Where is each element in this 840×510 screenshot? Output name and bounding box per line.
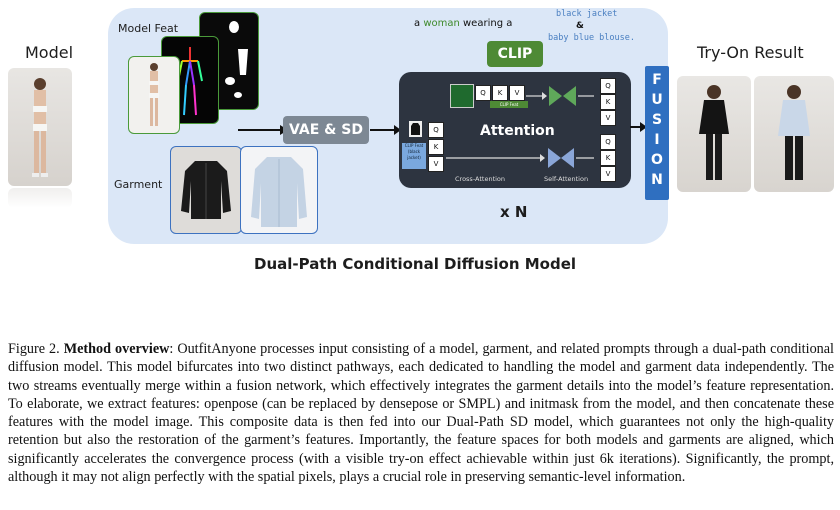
prompt-woman: woman bbox=[423, 18, 460, 29]
fusion-letter: N bbox=[651, 172, 663, 188]
attention-arrows bbox=[446, 86, 594, 168]
fusion-letter: I bbox=[654, 132, 660, 148]
tryon-label: Try-On Result bbox=[697, 43, 804, 62]
right-top-q: Q bbox=[600, 78, 616, 94]
prompt-suffix: wearing a bbox=[459, 18, 513, 29]
model-feat-figure bbox=[149, 63, 159, 126]
prompt-garment-2: baby blue blouse. bbox=[548, 33, 635, 43]
model-feat-photo bbox=[128, 56, 180, 134]
tryon-photo-jacket bbox=[677, 76, 751, 192]
mid-q: Q bbox=[428, 122, 444, 138]
top-k: K bbox=[492, 85, 508, 101]
blouse-image bbox=[240, 146, 318, 234]
model-photo bbox=[8, 68, 72, 186]
dual-path-label: Dual-Path Conditional Diffusion Model bbox=[254, 255, 577, 273]
side-jacket-shape bbox=[411, 123, 420, 135]
input-arrows bbox=[238, 125, 288, 135]
mid-v: V bbox=[428, 156, 444, 172]
model-photo-reflection bbox=[8, 188, 72, 208]
prompt-garment-1: black jacket bbox=[556, 9, 618, 19]
right-top-v: V bbox=[600, 110, 616, 126]
tryon-blouse-figure bbox=[778, 85, 810, 180]
caption-bold: Method overview bbox=[63, 341, 170, 357]
tryon-photo-blouse bbox=[754, 76, 834, 192]
attention-label: Attention bbox=[480, 123, 555, 139]
openpose-skeleton bbox=[177, 47, 203, 116]
vae-sd-label: VAE & SD bbox=[289, 122, 363, 138]
fusion-letter: F bbox=[652, 72, 662, 88]
fusion-arrow bbox=[630, 122, 647, 132]
mid-k: K bbox=[428, 139, 444, 155]
caption-label: Figure 2. bbox=[8, 341, 60, 357]
vae-sd-box: VAE & SD bbox=[283, 116, 369, 144]
right-bot-q: Q bbox=[600, 134, 616, 150]
tryon-jacket-figure bbox=[699, 85, 729, 180]
blouse-shape bbox=[251, 157, 307, 227]
caption-text: : OutfitAnyone processes input consistin… bbox=[8, 341, 834, 486]
clip-box: CLIP bbox=[487, 41, 543, 67]
side-clip-feat: CLIP Feat (black jacket) bbox=[402, 143, 426, 169]
right-bot-v: V bbox=[600, 166, 616, 182]
figure-caption: Figure 2. Method overview: OutfitAnyone … bbox=[8, 340, 834, 486]
top-feature-stack bbox=[450, 84, 474, 108]
model-figure bbox=[32, 78, 48, 177]
xn-label: x N bbox=[500, 203, 528, 221]
mask-shapes bbox=[225, 21, 248, 98]
self-attention-label: Self-Attention bbox=[544, 175, 589, 183]
garment-label: Garment bbox=[114, 178, 163, 191]
jacket-image bbox=[170, 146, 242, 234]
top-q: Q bbox=[475, 85, 491, 101]
jacket-shape bbox=[181, 161, 231, 219]
vae-arrow bbox=[370, 125, 401, 135]
fusion-letter: U bbox=[651, 92, 663, 108]
right-bot-k: K bbox=[600, 150, 616, 166]
prompt-prefix: a bbox=[414, 18, 424, 29]
fusion-block: F U S I O N bbox=[645, 66, 669, 200]
prompt-text: a woman wearing a bbox=[414, 18, 512, 29]
clip-feat-small: CLIP Feat bbox=[490, 101, 528, 108]
fusion-letter: S bbox=[651, 112, 663, 128]
cross-attention-label: Cross-Attention bbox=[455, 175, 506, 183]
model-feat-label: Model Feat bbox=[118, 22, 179, 35]
model-label: Model bbox=[25, 43, 74, 62]
fusion-letter: O bbox=[651, 152, 663, 168]
right-top-k: K bbox=[600, 94, 616, 110]
side-jacket-icon bbox=[409, 121, 422, 137]
top-v: V bbox=[509, 85, 525, 101]
clip-label: CLIP bbox=[497, 46, 533, 62]
prompt-amp: & bbox=[576, 21, 584, 31]
